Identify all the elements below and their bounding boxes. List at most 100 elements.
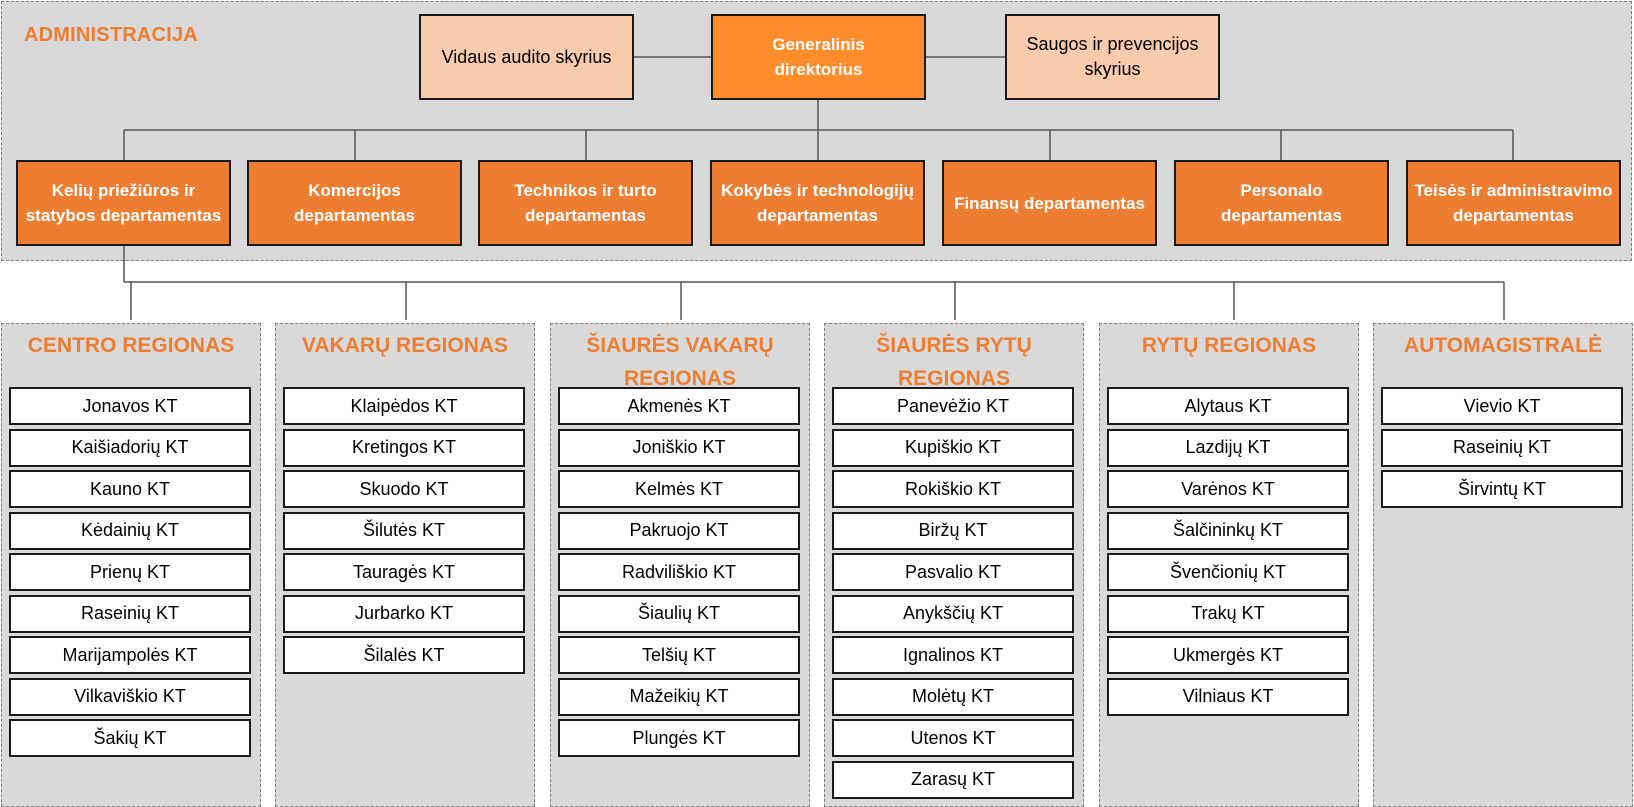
unit-label: Marijampolės KT bbox=[62, 644, 198, 665]
road-maintenance-unit: Vievio KT bbox=[1381, 387, 1623, 425]
road-maintenance-unit: Joniškio KT bbox=[558, 428, 800, 467]
unit-label: Jurbarko KT bbox=[354, 603, 454, 623]
region-highway-panel: AUTOMAGISTRALĖ Vievio KT Raseinių KT Širvin… bbox=[1373, 323, 1633, 807]
department-label: Teisės ir administravimo departamentas bbox=[1414, 181, 1613, 225]
region-title: ŠIAURĖS VAKARŲ REGIONAS bbox=[586, 334, 774, 390]
road-maintenance-unit: Rokiškio KT bbox=[832, 470, 1074, 508]
unit-label: Skuodo KT bbox=[359, 478, 449, 499]
unit-label: Alytaus KT bbox=[1184, 395, 1272, 416]
region-title: RYTŲ REGIONAS bbox=[1141, 334, 1317, 357]
road-maintenance-unit: Raseinių KT bbox=[1381, 428, 1623, 467]
road-maintenance-unit: Prienų KT bbox=[9, 553, 251, 591]
unit-label: Lazdijų KT bbox=[1185, 437, 1271, 457]
department-label: Komercijos departamentas bbox=[294, 181, 415, 225]
road-maintenance-unit: Mažeikių KT bbox=[558, 677, 800, 716]
director-box: Generalinis direktorius bbox=[711, 14, 926, 100]
connector-lines bbox=[123, 56, 1514, 320]
road-maintenance-unit: Anykščių KT bbox=[832, 594, 1074, 633]
unit-label: Švenčionių KT bbox=[1169, 561, 1287, 582]
road-maintenance-unit: Kupiškio KT bbox=[832, 428, 1074, 467]
road-maintenance-unit: Jonavos KT bbox=[9, 387, 251, 425]
unit-label: Kretingos KT bbox=[351, 437, 457, 457]
department-label: Finansų departamentas bbox=[954, 193, 1145, 213]
unit-label: Rokiškio KT bbox=[904, 478, 1002, 499]
unit-label: Ignalinos KT bbox=[902, 644, 1004, 665]
region-title: VAKARŲ REGIONAS bbox=[301, 334, 509, 357]
road-maintenance-unit: Molėtų KT bbox=[832, 677, 1074, 716]
road-maintenance-unit: Panevėžio KT bbox=[832, 387, 1074, 425]
unit-label: Šalčininkų KT bbox=[1172, 520, 1284, 540]
security-label: Saugos ir prevencijos skyrius bbox=[1026, 34, 1199, 79]
road-maintenance-unit: Utenos KT bbox=[832, 719, 1074, 757]
road-maintenance-unit: Kauno KT bbox=[9, 470, 251, 508]
road-maintenance-unit: Trakų KT bbox=[1107, 594, 1349, 633]
road-maintenance-unit: Šilutės KT bbox=[283, 511, 525, 550]
department-label: Kelių priežiūros ir statybos departament… bbox=[25, 181, 222, 225]
road-maintenance-unit: Radviliškio KT bbox=[558, 553, 800, 591]
road-maintenance-unit: Biržų KT bbox=[832, 511, 1074, 550]
road-maintenance-unit: Švenčionių KT bbox=[1107, 553, 1349, 591]
road-maintenance-unit: Pasvalio KT bbox=[832, 553, 1074, 591]
road-maintenance-unit: Kėdainių KT bbox=[9, 511, 251, 550]
dept-finance-box: Finansų departamentas bbox=[942, 160, 1157, 246]
unit-label: Kaišiadorių KT bbox=[71, 437, 189, 457]
region-west-panel: VAKARŲ REGIONAS Klaipėdos KT Kretingos KT S… bbox=[275, 323, 535, 807]
department-label: Personalo departamentas bbox=[1221, 181, 1342, 225]
road-maintenance-unit: Raseinių KT bbox=[9, 594, 251, 633]
unit-label: Plungės KT bbox=[632, 727, 726, 748]
unit-label: Akmenės KT bbox=[627, 395, 731, 416]
unit-label: Panevėžio KT bbox=[896, 395, 1010, 416]
unit-label: Šakių KT bbox=[93, 727, 167, 748]
unit-label: Širvintų KT bbox=[1457, 478, 1547, 499]
dept-legal-admin-box: Teisės ir administravimo departamentas bbox=[1406, 160, 1621, 246]
road-maintenance-unit: Marijampolės KT bbox=[9, 636, 251, 674]
unit-label: Trakų KT bbox=[1191, 603, 1265, 623]
unit-label: Zarasų KT bbox=[910, 769, 996, 789]
road-maintenance-unit: Šalčininkų KT bbox=[1107, 511, 1349, 550]
road-maintenance-unit: Kretingos KT bbox=[283, 428, 525, 467]
unit-label: Raseinių KT bbox=[1452, 437, 1552, 457]
road-maintenance-unit: Šiaulių KT bbox=[558, 594, 800, 633]
unit-label: Utenos KT bbox=[910, 727, 996, 748]
unit-label: Anykščių KT bbox=[902, 603, 1004, 623]
road-maintenance-unit: Tauragės KT bbox=[283, 553, 525, 591]
region-northeast-panel: ŠIAURĖS RYTŲ REGIONAS Panevėžio KT Kupiški… bbox=[824, 323, 1084, 807]
unit-label: Šilalės KT bbox=[363, 644, 445, 665]
road-maintenance-unit: Alytaus KT bbox=[1107, 387, 1349, 425]
unit-label: Šilutės KT bbox=[362, 520, 446, 540]
road-maintenance-unit: Skuodo KT bbox=[283, 470, 525, 508]
internal-audit-label: Vidaus audito skyrius bbox=[441, 46, 612, 67]
dept-technical-assets-box: Technikos ir turto departamentas bbox=[478, 160, 693, 246]
region-title: AUTOMAGISTRALĖ bbox=[1404, 334, 1602, 357]
road-maintenance-unit: Lazdijų KT bbox=[1107, 428, 1349, 467]
dept-commerce-box: Komercijos departamentas bbox=[247, 160, 462, 246]
road-maintenance-unit: Jurbarko KT bbox=[283, 594, 525, 633]
road-maintenance-unit: Šakių KT bbox=[9, 719, 251, 757]
unit-label: Mažeikių KT bbox=[629, 686, 729, 706]
road-maintenance-unit: Plungės KT bbox=[558, 719, 800, 757]
road-maintenance-unit: Ignalinos KT bbox=[832, 636, 1074, 674]
unit-label: Raseinių KT bbox=[80, 603, 180, 623]
department-label: Technikos ir turto departamentas bbox=[514, 181, 657, 225]
road-maintenance-unit: Vilkaviškio KT bbox=[9, 677, 251, 716]
administration-title: ADMINISTRACIJA bbox=[24, 24, 198, 46]
unit-label: Joniškio KT bbox=[632, 437, 726, 457]
road-maintenance-unit: Telšių KT bbox=[558, 636, 800, 674]
unit-label: Kauno KT bbox=[89, 478, 171, 499]
unit-label: Radviliškio KT bbox=[621, 561, 737, 582]
unit-label: Vilkaviškio KT bbox=[74, 686, 186, 706]
unit-label: Jonavos KT bbox=[82, 395, 178, 416]
dept-quality-technology-box: Kokybės ir technologijų departamentas bbox=[710, 160, 925, 246]
unit-label: Pasvalio KT bbox=[904, 561, 1002, 582]
unit-label: Ukmergės KT bbox=[1172, 644, 1284, 665]
unit-label: Kupiškio KT bbox=[904, 437, 1002, 457]
dept-personnel-box: Personalo departamentas bbox=[1174, 160, 1389, 246]
region-title: ŠIAURĖS RYTŲ REGIONAS bbox=[876, 334, 1032, 390]
region-northwest-panel: ŠIAURĖS VAKARŲ REGIONAS Akmenės KT Joniški… bbox=[550, 323, 810, 807]
road-maintenance-unit: Akmenės KT bbox=[558, 387, 800, 425]
road-maintenance-unit: Klaipėdos KT bbox=[283, 387, 525, 425]
road-maintenance-unit: Šilalės KT bbox=[283, 636, 525, 674]
unit-label: Telšių KT bbox=[641, 644, 717, 665]
